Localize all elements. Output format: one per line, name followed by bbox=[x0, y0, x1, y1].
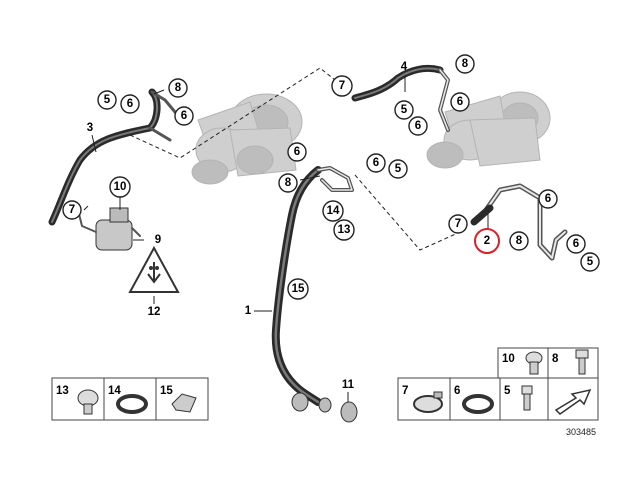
banjo-bolt-5-icon bbox=[521, 385, 533, 411]
legend-15-label: 15 bbox=[160, 385, 173, 397]
callout-part-8[interactable]: 8 bbox=[509, 231, 529, 251]
legend-6-label: 6 bbox=[454, 385, 460, 397]
callout-part-8[interactable]: 8 bbox=[278, 173, 298, 193]
svg-text:8: 8 bbox=[175, 82, 182, 94]
callout-part-8[interactable]: 8 bbox=[168, 78, 188, 98]
callout-part-12[interactable]: 12 bbox=[148, 306, 161, 318]
leader-lines bbox=[83, 75, 489, 402]
svg-text:6: 6 bbox=[127, 98, 133, 110]
coolant-hose-3 bbox=[48, 88, 182, 226]
callout-part-6[interactable]: 6 bbox=[538, 189, 558, 209]
svg-text:5: 5 bbox=[104, 94, 111, 106]
legend-5-label: 5 bbox=[504, 385, 511, 397]
callout-part-3[interactable]: 3 bbox=[87, 122, 93, 134]
svg-text:8: 8 bbox=[516, 235, 523, 247]
callout-part-13[interactable]: 13 bbox=[333, 219, 355, 241]
screw-13-icon bbox=[77, 389, 99, 415]
coolant-hose-4 bbox=[351, 64, 450, 132]
turbocharger-right bbox=[426, 91, 551, 169]
callout-part-5[interactable]: 5 bbox=[394, 100, 414, 120]
callout-part-7[interactable]: 7 bbox=[62, 200, 82, 220]
callout-part-14[interactable]: 14 bbox=[322, 200, 344, 222]
legend-left: 13 14 15 bbox=[51, 377, 209, 421]
callout-part-6[interactable]: 6 bbox=[408, 116, 428, 136]
callout-part-9[interactable]: 9 bbox=[155, 234, 161, 246]
clip-15-icon bbox=[171, 393, 197, 413]
svg-text:2: 2 bbox=[484, 235, 490, 247]
callout-part-11[interactable]: 11 bbox=[342, 379, 355, 391]
svg-text:5: 5 bbox=[587, 256, 594, 268]
svg-text:5: 5 bbox=[401, 104, 408, 116]
svg-text:6: 6 bbox=[573, 238, 579, 250]
svg-text:5: 5 bbox=[395, 163, 402, 175]
callout-part-5[interactable]: 5 bbox=[388, 159, 408, 179]
svg-text:8: 8 bbox=[462, 58, 469, 70]
callout-part-2-highlighted[interactable]: 2 bbox=[474, 228, 500, 254]
seal-ring-14-icon bbox=[116, 394, 148, 414]
legend-14-label: 14 bbox=[108, 385, 121, 397]
legend-10-label: 10 bbox=[502, 353, 515, 365]
legend-right-bottom: 7 6 5 bbox=[397, 377, 599, 421]
callout-part-6[interactable]: 6 bbox=[366, 153, 386, 173]
legend-7-label: 7 bbox=[402, 385, 408, 397]
svg-text:1: 1 bbox=[245, 305, 252, 317]
svg-text:7: 7 bbox=[69, 204, 75, 216]
svg-text:6: 6 bbox=[373, 157, 379, 169]
svg-text:11: 11 bbox=[342, 379, 355, 391]
o-ring-6-icon bbox=[462, 394, 494, 414]
coolant-pipe-2 bbox=[470, 183, 568, 261]
callout-part-7[interactable]: 7 bbox=[331, 75, 353, 97]
svg-text:7: 7 bbox=[455, 218, 461, 230]
nut-10-icon bbox=[525, 351, 543, 375]
svg-text:9: 9 bbox=[155, 234, 161, 246]
svg-text:6: 6 bbox=[294, 146, 300, 158]
legend-8-label: 8 bbox=[552, 353, 559, 365]
callout-part-1[interactable]: 1 bbox=[245, 305, 252, 317]
hose-clamp-7-icon bbox=[413, 391, 443, 413]
callout-part-6[interactable]: 6 bbox=[566, 234, 586, 254]
bolt-8-icon bbox=[575, 349, 589, 375]
svg-text:13: 13 bbox=[338, 224, 351, 236]
turbocharger-left bbox=[191, 93, 303, 185]
svg-text:6: 6 bbox=[457, 96, 463, 108]
callout-part-6[interactable]: 6 bbox=[450, 92, 470, 112]
diagram-number: 303485 bbox=[566, 427, 596, 437]
svg-text:12: 12 bbox=[148, 306, 161, 318]
svg-text:10: 10 bbox=[114, 181, 127, 193]
callout-part-5[interactable]: 5 bbox=[580, 252, 600, 272]
auxiliary-pump-9 bbox=[77, 207, 141, 251]
svg-text:7: 7 bbox=[339, 80, 345, 92]
electrical-warning-icon bbox=[128, 245, 180, 293]
legend-right-top: 10 8 bbox=[497, 347, 599, 379]
svg-text:15: 15 bbox=[292, 283, 305, 295]
callout-part-10[interactable]: 10 bbox=[109, 176, 131, 198]
svg-text:4: 4 bbox=[401, 61, 408, 73]
callout-part-6[interactable]: 6 bbox=[174, 106, 194, 126]
callout-part-15[interactable]: 15 bbox=[287, 278, 309, 300]
coolant-hose-1 bbox=[271, 166, 358, 423]
callout-part-5[interactable]: 5 bbox=[97, 90, 117, 110]
svg-text:6: 6 bbox=[415, 120, 421, 132]
arrow-icon bbox=[554, 388, 592, 415]
callout-part-7[interactable]: 7 bbox=[448, 214, 468, 234]
svg-text:8: 8 bbox=[285, 177, 292, 189]
svg-text:3: 3 bbox=[87, 122, 93, 134]
callout-part-6[interactable]: 6 bbox=[120, 94, 140, 114]
svg-text:14: 14 bbox=[327, 205, 340, 217]
callout-part-4[interactable]: 4 bbox=[401, 61, 408, 73]
callout-part-8[interactable]: 8 bbox=[455, 54, 475, 74]
svg-text:6: 6 bbox=[181, 110, 187, 122]
connection-line-right bbox=[354, 174, 461, 251]
callout-part-6[interactable]: 6 bbox=[287, 142, 307, 162]
legend-13-label: 13 bbox=[56, 385, 69, 397]
svg-text:6: 6 bbox=[545, 193, 551, 205]
